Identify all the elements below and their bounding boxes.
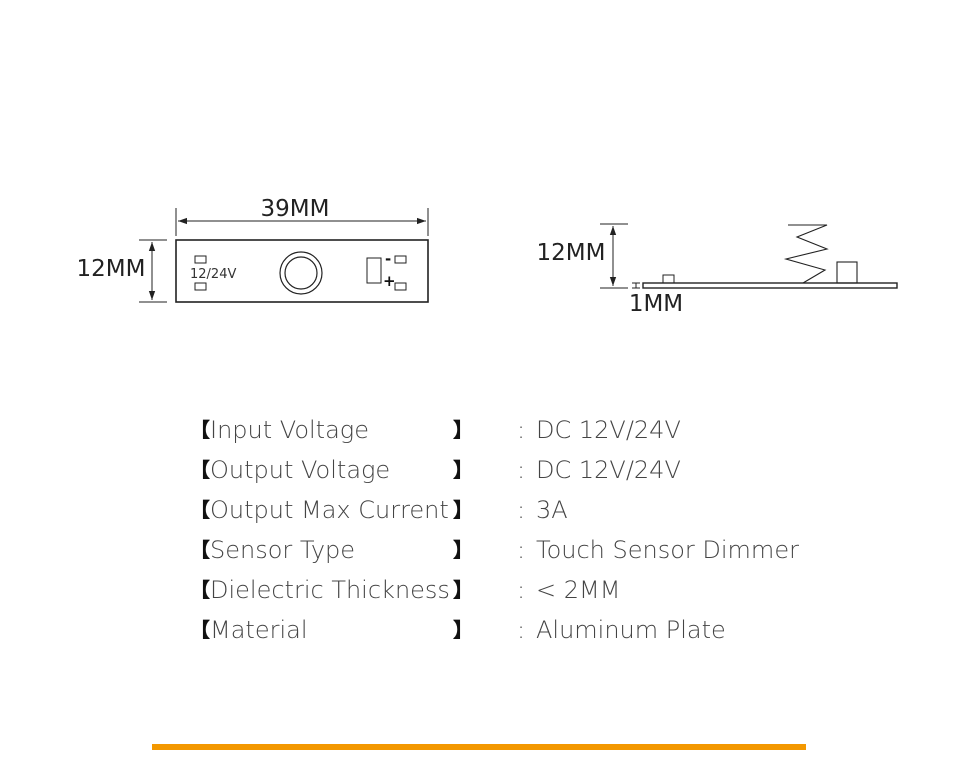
spec-value: Touch Sensor Dimmer <box>536 536 799 564</box>
spec-bracket-close: 】 <box>453 538 473 562</box>
side-small-component <box>662 274 675 284</box>
side-view: 12MM 1MM <box>537 223 898 317</box>
spec-colon: : <box>517 496 526 524</box>
spec-row: 【Sensor Type 】: Touch Sensor Dimmer <box>190 530 830 570</box>
terminal-block <box>366 257 382 284</box>
spec-bracket-open: 【 <box>190 578 210 602</box>
thickness-label: 1MM <box>629 291 683 317</box>
spec-colon: : <box>517 456 526 484</box>
minus-symbol: - <box>385 250 391 268</box>
plus-symbol: + <box>383 272 396 290</box>
spec-value: DC 12V/24V <box>536 456 681 484</box>
side-height-label: 12MM <box>537 240 606 266</box>
spec-label: Sensor Type <box>210 536 356 564</box>
touch-button-inner-ring <box>284 256 318 290</box>
spec-colon: : <box>517 616 526 644</box>
spec-value: DC 12V/24V <box>536 416 681 444</box>
spec-bracket-open: 【 <box>190 498 210 522</box>
spec-row: 【Output Max Current】:3A <box>190 490 830 530</box>
side-spring <box>783 224 829 284</box>
pad-top-left <box>194 255 207 264</box>
spec-bracket-close: 】 <box>453 578 473 602</box>
spec-label: Output Max Current <box>210 496 449 524</box>
spec-table: 【Input Voltage】:DC 12V/24V【Output Voltag… <box>190 410 830 650</box>
width-label: 39MM <box>261 196 330 222</box>
spec-bracket-close: 】 <box>453 458 473 482</box>
board-outline <box>175 239 429 303</box>
spec-bracket-open: 【 <box>190 618 210 642</box>
spec-label: Material <box>210 616 308 644</box>
spec-bracket-open: 【 <box>190 538 210 562</box>
spec-bracket-open: 【 <box>190 458 210 482</box>
pad-bottom-right <box>394 282 407 291</box>
spec-row: 【Input Voltage 】: DC 12V/24V <box>190 410 830 450</box>
spec-label: Output Voltage <box>210 456 391 484</box>
spec-value: Aluminum Plate <box>536 616 726 644</box>
height-label: 12MM <box>77 256 146 282</box>
spec-label: Input Voltage <box>210 416 369 444</box>
spec-colon: : <box>517 536 526 564</box>
voltage-text: 12/24V <box>190 267 236 282</box>
spec-row: 【Output Voltage 】: DC 12V/24V <box>190 450 830 490</box>
spec-row: 【Material 】: Aluminum Plate <box>190 610 830 650</box>
accent-bar <box>152 744 806 750</box>
dimension-diagram: 39MM 12MM 12/24V - + 12MM 1MM <box>77 196 898 317</box>
spec-colon: : <box>517 576 526 604</box>
spec-label: Dielectric Thickness <box>210 576 450 604</box>
spec-bracket-close: 】 <box>453 618 473 642</box>
spec-value: 3A <box>536 496 568 524</box>
spec-bracket-open: 【 <box>190 418 210 442</box>
spec-bracket-close: 】 <box>453 418 473 442</box>
pad-bottom-left <box>194 282 207 291</box>
spec-row: 【Dielectric Thickness】: < 2MM <box>190 570 830 610</box>
spec-bracket-close: 】 <box>453 498 473 522</box>
pad-top-right <box>394 255 407 264</box>
side-terminal-block <box>836 261 858 284</box>
touch-button-outer-ring <box>279 251 323 295</box>
side-plate <box>642 282 898 289</box>
top-view: 39MM 12MM 12/24V - + <box>77 196 429 303</box>
spec-colon: : <box>517 416 526 444</box>
spec-value: < 2MM <box>536 576 621 604</box>
